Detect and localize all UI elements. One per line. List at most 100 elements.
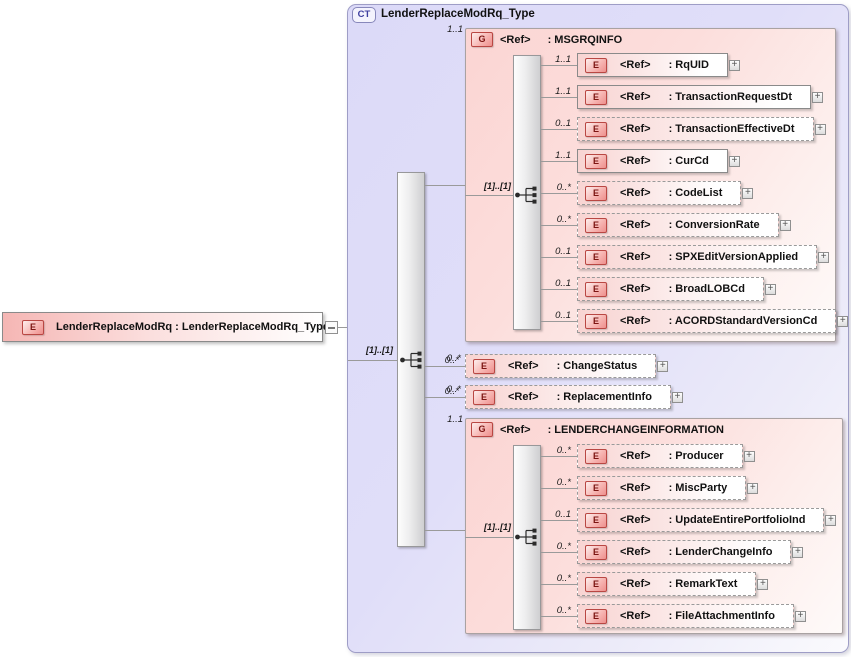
element-badge: E (585, 544, 607, 560)
element-row-MiscParty[interactable]: 0..*E<Ref>: MiscParty+ (557, 476, 759, 500)
element-badge: E (473, 358, 495, 374)
element-ref-label: <Ref> (620, 450, 651, 462)
element-box-MiscParty[interactable]: E<Ref>: MiscParty (577, 476, 747, 500)
expand-button[interactable]: + (743, 450, 755, 462)
element-ref-label: <Ref> (620, 578, 651, 590)
element-box-SPXEditVersionApplied[interactable]: E<Ref>: SPXEditVersionApplied (577, 245, 818, 269)
expand-button[interactable]: + (747, 482, 759, 494)
occurrence-label: [1]..[1] (366, 345, 393, 355)
cardinality-label: 0..* (556, 541, 571, 552)
connector-line (465, 537, 514, 538)
expand-button[interactable]: + (814, 123, 826, 135)
element-box-ChangeStatus[interactable]: E<Ref>: ChangeStatus (465, 354, 657, 378)
connector-line (541, 97, 577, 98)
expand-button[interactable]: + (792, 546, 804, 558)
element-box-CurCd[interactable]: E<Ref>: CurCd (577, 149, 728, 173)
element-badge: E (585, 57, 607, 73)
element-row-ConversionRate[interactable]: 0..*E<Ref>: ConversionRate+ (557, 213, 791, 237)
element-row-ReplacementInfo[interactable]: 0..*E<Ref>: ReplacementInfo+ (445, 385, 683, 409)
cardinality-label: 1..1 (555, 54, 571, 65)
element-name: : RqUID (668, 59, 709, 71)
element-box-BroadLOBCd[interactable]: E<Ref>: BroadLOBCd (577, 277, 764, 301)
expand-button[interactable]: + (657, 360, 669, 372)
expand-button[interactable]: + (812, 91, 824, 103)
element-row-BroadLOBCd[interactable]: 0..1 E<Ref>: BroadLOBCd+ (555, 277, 776, 301)
element-row-CodeList[interactable]: 0..*E<Ref>: CodeList+ (557, 181, 754, 205)
expand-button[interactable]: + (794, 610, 806, 622)
cardinality-label: 1..1 (447, 24, 463, 35)
element-badge: E (585, 576, 607, 592)
element-badge: E (585, 89, 607, 105)
element-ref-label: <Ref> (620, 123, 651, 135)
element-ref-label: <Ref> (620, 482, 651, 494)
expand-button[interactable]: + (671, 391, 683, 403)
element-badge: E (585, 153, 607, 169)
element-name: : LenderChangeInfo (668, 546, 773, 558)
expand-button[interactable]: + (764, 283, 776, 295)
element-row-ChangeStatus[interactable]: 0..* E<Ref>: ChangeStatus+ (445, 354, 669, 378)
element-row-RqUID[interactable]: 1..1 E<Ref>: RqUID+ (555, 53, 740, 77)
cardinality-label: 0..1 (555, 310, 571, 321)
group-ref-label: <Ref> (500, 33, 531, 46)
connector-line (541, 193, 577, 194)
expand-button[interactable]: + (837, 315, 849, 327)
expand-button[interactable]: + (757, 578, 769, 590)
occurrence-label: [1]..[1] (484, 181, 511, 191)
element-box-FileAttachmentInfo[interactable]: E<Ref>: FileAttachmentInfo (577, 604, 794, 628)
element-badge: E (585, 249, 607, 265)
cardinality-label: 1..1 (555, 150, 571, 161)
expand-button[interactable]: + (728, 59, 740, 71)
element-badge: E (585, 185, 607, 201)
element-row-LenderChangeInfo[interactable]: 0..* E <Ref> : LenderChangeInfo + (557, 540, 804, 564)
element-badge: E (585, 608, 607, 624)
element-box-LenderChangeInfo[interactable]: E <Ref> : LenderChangeInfo (577, 540, 792, 564)
complex-type-title: LenderReplaceModRq_Type (381, 8, 535, 20)
element-row-ACORDStandardVersionCd[interactable]: 0..1 E<Ref>: ACORDStandardVersionCd+ (555, 309, 849, 333)
element-box-ConversionRate[interactable]: E<Ref>: ConversionRate (577, 213, 779, 237)
connector-line (541, 456, 577, 457)
expand-button[interactable]: + (728, 155, 740, 167)
element-row-FileAttachmentInfo[interactable]: 0..*E<Ref>: FileAttachmentInfo+ (557, 604, 806, 628)
element-name: : TransactionRequestDt (668, 91, 793, 103)
collapse-handle[interactable] (325, 321, 338, 334)
expand-button[interactable]: + (825, 514, 837, 526)
element-ref-label: <Ref> (620, 546, 651, 558)
root-element[interactable]: E LenderReplaceModRq : LenderReplaceModR… (2, 312, 329, 342)
expand-button[interactable]: + (742, 187, 754, 199)
cardinality-label: 0..1 (555, 246, 571, 257)
element-row-SPXEditVersionApplied[interactable]: 0..1 E<Ref>: SPXEditVersionApplied+ (555, 245, 830, 269)
element-box-Producer[interactable]: E<Ref>: Producer (577, 444, 743, 468)
element-name: : ReplacementInfo (556, 391, 652, 403)
group-badge: G (471, 32, 493, 47)
sequence-icon[interactable] (514, 527, 540, 547)
element-box-CodeList[interactable]: E<Ref>: CodeList (577, 181, 742, 205)
element-name: : CodeList (668, 187, 723, 199)
group-badge: G (471, 422, 493, 437)
connector-line (541, 129, 577, 130)
element-row-CurCd[interactable]: 1..1 E<Ref>: CurCd+ (555, 149, 740, 173)
expand-button[interactable]: + (818, 251, 830, 263)
element-box-UpdateEntirePortfolioInd[interactable]: E<Ref>: UpdateEntirePortfolioInd (577, 508, 825, 532)
cardinality-label: 0..* (444, 355, 459, 366)
sequence-icon[interactable] (399, 350, 425, 370)
expand-button[interactable]: + (779, 219, 791, 231)
element-box-TransactionEffectiveDt[interactable]: E<Ref>: TransactionEffectiveDt (577, 117, 814, 141)
sequence-icon[interactable] (514, 185, 540, 205)
cardinality-label: 0..* (556, 573, 571, 584)
element-box-ACORDStandardVersionCd[interactable]: E<Ref>: ACORDStandardVersionCd (577, 309, 837, 333)
cardinality-label: 0..* (556, 445, 571, 456)
element-name: : ConversionRate (668, 219, 760, 231)
element-row-Producer[interactable]: 0..* E<Ref>: Producer+ (557, 444, 755, 468)
element-box-RemarkText[interactable]: E<Ref>: RemarkText (577, 572, 757, 596)
element-name: : MiscParty (668, 482, 728, 494)
element-box-RqUID[interactable]: E<Ref>: RqUID (577, 53, 728, 77)
group-name: : LENDERCHANGEINFORMATION (547, 423, 724, 436)
element-box-TransactionRequestDt[interactable]: E<Ref>: TransactionRequestDt (577, 85, 812, 109)
element-box-ReplacementInfo[interactable]: E<Ref>: ReplacementInfo (465, 385, 671, 409)
element-row-RemarkText[interactable]: 0..*E<Ref>: RemarkText+ (557, 572, 769, 596)
cardinality-label: 0..1 (555, 278, 571, 289)
